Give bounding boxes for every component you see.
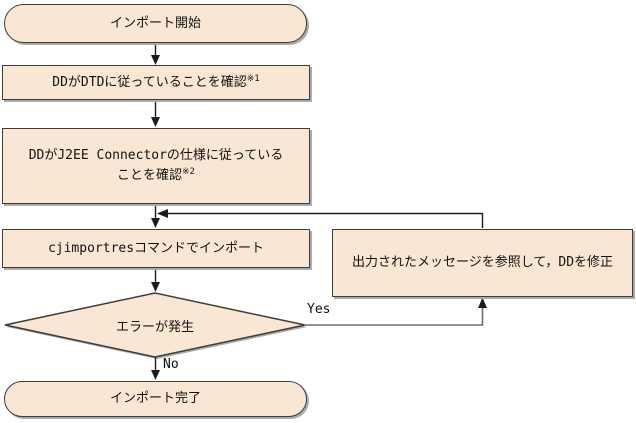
terminator-start-label: インポート開始 [109,15,201,31]
process-check-dtd: DDがDTDに従っていることを確認※1 [2,65,310,100]
arrowhead-down-icon [151,117,160,127]
footnote-ref-1: ※1 [246,73,260,84]
branch-label-yes: Yes [307,302,331,317]
connector-decision-yes-to-fix [304,306,484,326]
process-fix-dd: 出力されたメッセージを参照して，DDを修正 [332,229,633,297]
process-fix-dd-label: 出力されたメッセージを参照して，DDを修正 [351,255,614,270]
process-check-spec-label: DDがJ2EE Connectorの仕様に従っている ことを確認※2 [28,148,284,183]
arrowhead-down-icon [151,282,160,292]
terminator-end-label: インポート完了 [109,391,201,406]
footnote-ref-2: ※2 [182,167,195,177]
arrowhead-down-icon [151,55,160,65]
arrowhead-left-icon [157,209,168,218]
branch-label-no: No [163,357,179,372]
arrowhead-up-icon [478,297,487,308]
arrowhead-down-icon [151,370,160,380]
process-import-command: cjimportresコマンドでインポート [2,229,310,268]
arrowhead-down-icon [151,218,160,228]
process-import-command-label: cjimportresコマンドでインポート [47,240,265,256]
terminator-end: インポート完了 [4,381,307,417]
decision-error-label: エラーが発生 [115,319,194,335]
process-check-dtd-label: DDがDTDに従っていることを確認※1 [52,73,260,90]
terminator-start: インポート開始 [4,4,307,43]
connector-fix-to-import [166,212,484,228]
process-check-spec: DDがJ2EE Connectorの仕様に従っている ことを確認※2 [2,128,310,204]
